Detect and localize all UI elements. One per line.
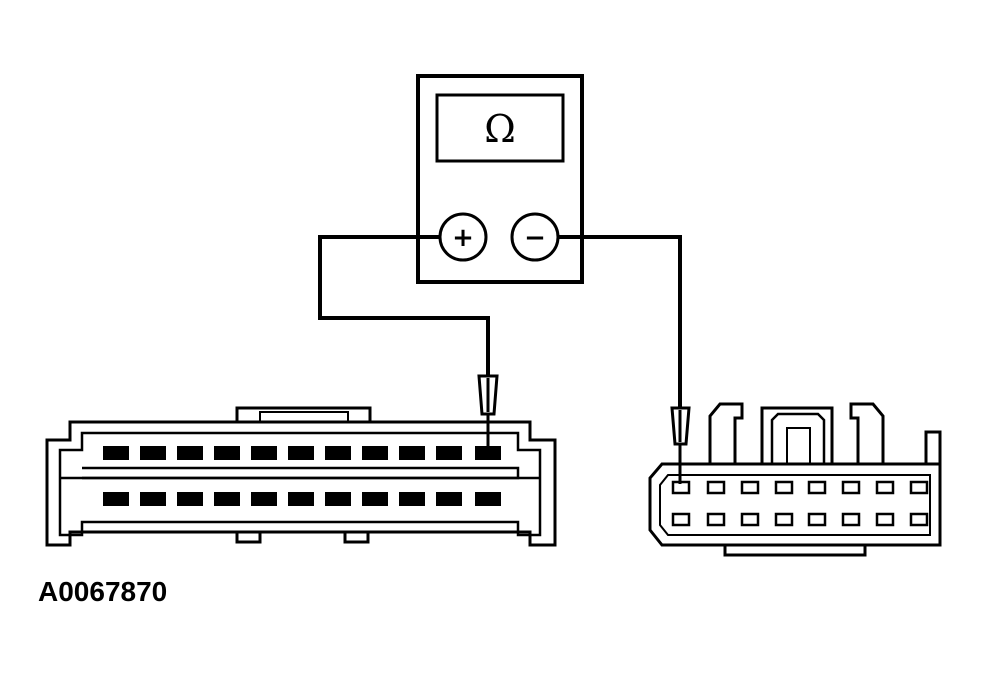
connector-cavities-row-1 xyxy=(671,480,929,495)
probe-icon xyxy=(477,374,499,450)
negative-test-lead xyxy=(558,235,682,408)
connector-icon xyxy=(648,402,942,557)
meter-display xyxy=(435,93,565,163)
figure-id: A0067870 xyxy=(38,576,168,607)
meter-display-symbol: Ω xyxy=(484,107,516,151)
ohmmeter-icon: Ω + − xyxy=(416,74,584,284)
probe-icon xyxy=(670,406,691,484)
connector-cavities-row-2 xyxy=(671,512,929,527)
positive-test-lead xyxy=(318,235,490,376)
connector-pins-row-1 xyxy=(103,446,501,460)
connector-pins-row-2 xyxy=(103,492,501,506)
multi-pin-connector-icon xyxy=(45,406,557,547)
positive-terminal-label: + xyxy=(452,223,474,253)
negative-terminal-label: − xyxy=(524,223,546,253)
